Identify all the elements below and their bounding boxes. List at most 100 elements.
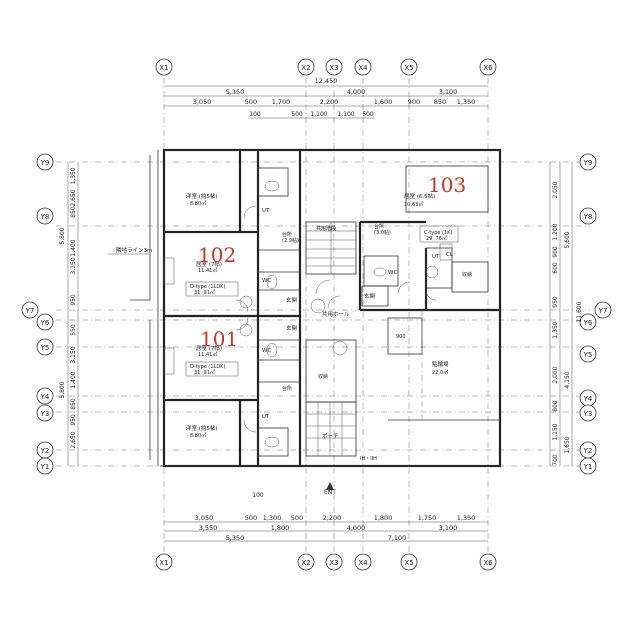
dim-left-4: 3,150 [70,257,77,274]
entrance-arrow-icon [326,482,334,490]
grid-y2-right: Y2 [583,447,593,455]
kitchen-area-label: (2.9帖) [282,237,299,244]
right-grid-bubbles: Y9 Y8 Y7 Y6 Y5 Y4 Y3 Y2 Y1 [579,153,612,475]
dining-label: 台所 [374,223,384,230]
dim-top-3-4: 500 [362,111,374,118]
room3-label: 居室 (7帖) [196,344,222,352]
hall-label: 共用ホール [322,310,350,318]
dim-top-2-5: 900 [408,98,420,106]
dim-right-10: 1,650 [564,436,571,453]
cl-label: CL [446,252,454,258]
ut-label-1: UT [262,208,270,214]
room4-label: 洋室 (約5帖) [186,424,218,432]
dim-bot-2-0: 3,550 [199,524,218,532]
dim-bot-1-4: 2,200 [323,514,342,522]
room1-area: 8.80㎡ [190,200,206,207]
dim-right-7: 800 [552,400,559,412]
left-units [163,150,302,466]
dim-right-1: 1,200 [552,223,559,240]
dim-left-6: 550 [70,324,77,336]
dim-left-0: 1,350 [70,167,77,184]
dim-right-5: 1,350 [552,321,559,338]
dim-bot-3-0: 5,350 [226,534,245,542]
dim-right-9: 700 [552,454,559,466]
dim-bot-2-1: 1,800 [271,524,290,532]
stairs-label: 共用階段 [316,225,336,232]
center-core [305,221,357,457]
kitchen-label-1: 台所 [282,231,292,238]
grid-x6-bottom: X6 [483,559,493,567]
grid-x1-bottom: X1 [159,559,168,567]
grid-y3-right: Y3 [583,410,593,418]
top-dimensions: 12,450 5,350 4,000 3,100 3,050 500 1,700… [164,77,488,119]
unit-102-label: 102 [198,243,236,267]
grid-y2-left: Y2 [40,447,50,455]
grid-y6-left: Y6 [40,319,50,327]
dim-bot-1-2: 1,300 [263,514,282,522]
grid-y8-right: Y8 [583,213,593,221]
dim-right-outer-0: 5,600 [564,231,571,248]
dim-top-3-0: 100 [249,111,261,118]
dim-left-7: 3,150 [70,346,77,363]
dim-right-outer-1: 11,600 [576,301,583,322]
entrance-label: ENT [324,489,336,496]
bike-area: 22.0㎡ [432,369,448,376]
dim-right-2: 900 [552,246,559,258]
dim-bot-3-1: 7,100 [388,534,407,542]
room2-type: D-type (1LDK) [190,284,225,290]
dim-right-8: 1,150 [552,423,559,440]
dim-left-9: 850 [70,398,77,410]
grid-x3-bottom: X3 [329,559,338,567]
room3-type-box [185,361,239,377]
grid-x5-top: X5 [404,64,413,72]
room5-type: C-type (1K) [424,230,452,236]
dim-top-2-7: 1,350 [457,98,476,106]
grid-y1-right: Y1 [583,463,593,471]
misc-label: IH・IIH [360,456,377,462]
entry-label-2: 玄関 [286,324,298,332]
grid-x6-top: X6 [483,64,493,72]
dim-left-10: 950 [70,414,77,426]
grid-x2-top: X2 [301,64,310,72]
dim-bot-1-6: 1,750 [418,514,437,522]
dim-top-2-4: 1,600 [374,98,393,106]
room2-type-box [185,281,239,297]
room1-label: 洋室 (約5帖) [186,192,218,200]
grid-y7-left: Y7 [25,307,35,315]
room2-area: 11.41㎡ [198,267,217,274]
top-grid-bubbles: X1 X2 X3 X4 X5 X6 [155,58,497,76]
dim-right-3: 600 [552,262,559,274]
dim-left-1: 2,650 [70,189,77,206]
dim-top-3-2: 1,100 [310,111,327,118]
dim-bot-1-3: 500 [291,514,303,522]
dim-bot-1-7: 1,350 [457,514,476,522]
room3-type: D-type (1LDK) [190,364,225,370]
grid-y5-right: Y5 [583,351,593,359]
dim-left-11: 2,650 [70,431,77,448]
bike-parking [387,310,423,420]
dim-top-2-6: 850 [434,98,446,106]
dim-bot-2-2: 4,000 [347,524,366,532]
unit-103-label: 103 [428,173,466,197]
dim-top-1-1: 4,000 [347,88,366,96]
grid-y9-left: Y9 [40,159,50,167]
storage-label: 収納 [318,373,328,380]
dim-top-2-0: 3,050 [193,98,212,106]
dim-left-5: 950 [70,294,77,306]
room2-type-area: 31. 91㎡ [194,289,215,296]
room3-area: 11.41㎡ [198,351,217,358]
dim-top-3-3: 1,100 [337,111,354,118]
room2-label: 居室 (7帖) [196,260,222,268]
left-dimensions: 5,800 5,800 1,350 2,650 850 1,400 3,150 … [59,162,79,466]
room5-type-area: 29. 76㎡ [426,235,447,242]
dim-top-2-2: 1,700 [272,98,291,106]
dim-total-top: 12,450 [315,77,338,85]
dim-bottom-offset: 100 [252,492,264,499]
grid-x4-bottom: X4 [358,559,368,567]
dim-bot-1-5: 1,800 [374,514,393,522]
entry-label-3: 玄関 [364,292,376,300]
entry-label-1: 玄関 [286,296,298,304]
gutter-label: ポーチ [322,433,339,440]
kitchen-label-2: 台所 [282,385,292,392]
